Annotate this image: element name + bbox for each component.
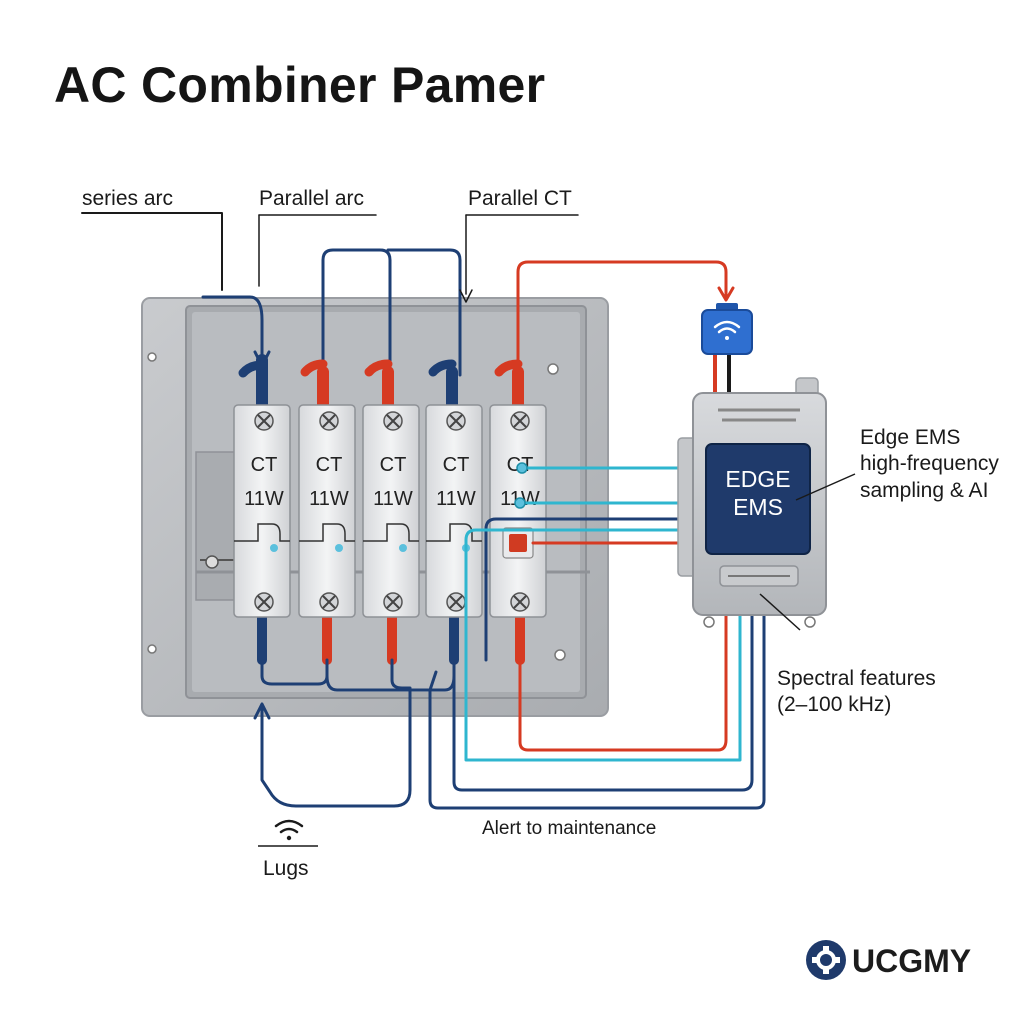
mount-hole <box>147 352 157 362</box>
signal-wires <box>428 350 766 810</box>
ct-module-3: CT 11W <box>362 404 420 618</box>
label-spectral-range: (2–100 kHz) <box>777 693 891 716</box>
mount-hole <box>147 644 157 654</box>
ct-module-4: CT 11W <box>425 404 483 618</box>
ct-module-rating: 11W <box>309 488 349 510</box>
top-wiring <box>81 212 735 377</box>
mount-hole <box>554 649 566 661</box>
arc-detector-indicator <box>509 534 527 552</box>
label-alert: Alert to maintenance <box>482 818 656 839</box>
wifi-icon <box>713 320 741 340</box>
ct-module-rating: 11W <box>244 488 284 510</box>
brand-logo: UCGMY <box>806 940 971 980</box>
module-leads-bottom <box>253 607 525 808</box>
page-title: AC Combiner Pamer <box>54 57 546 113</box>
edge-ems-box: EDGE EMS <box>677 377 827 628</box>
module-leads-top <box>238 354 524 416</box>
ct-module-label: CT <box>443 454 470 476</box>
ct-modules: CT 11W CT 11W CT 11W <box>233 404 547 618</box>
ct-module-label: CT <box>316 454 343 476</box>
ct-module-rating: 11W <box>436 488 476 510</box>
label-edge-ems-line3: sampling & AI <box>860 479 988 502</box>
brand-name: UCGMY <box>852 943 971 979</box>
label-edge-ems: Edge EMS <box>860 426 960 449</box>
label-parallel-ct: Parallel CT <box>468 187 572 210</box>
label-edge-ems-line2: high-frequency <box>860 452 999 475</box>
label-series-arc: series arc <box>82 187 173 210</box>
wifi-module <box>701 303 753 355</box>
gear-icon <box>806 940 846 980</box>
label-spectral: Spectral features <box>777 667 936 690</box>
ct-module-2: CT 11W <box>298 404 356 618</box>
indicator-led <box>399 544 407 552</box>
mount-hole <box>547 363 559 375</box>
ems-screen <box>705 443 811 555</box>
ct-module-5: CT 11W <box>489 404 547 618</box>
ems-screen-line1: EDGE <box>725 466 790 492</box>
ct-module-rating: 11W <box>373 488 413 510</box>
ct-module-label: CT <box>380 454 407 476</box>
label-lugs: Lugs <box>263 857 309 880</box>
ct-module-1: CT 11W <box>233 404 291 618</box>
ct-module-label: CT <box>251 454 278 476</box>
indicator-led <box>270 544 278 552</box>
annotation-labels: series arc Parallel arc Parallel CT Edge… <box>82 187 999 880</box>
wifi-icon <box>274 819 304 841</box>
indicator-led <box>335 544 343 552</box>
ems-screen-line2: EMS <box>733 494 783 520</box>
label-parallel-arc: Parallel arc <box>259 187 364 210</box>
